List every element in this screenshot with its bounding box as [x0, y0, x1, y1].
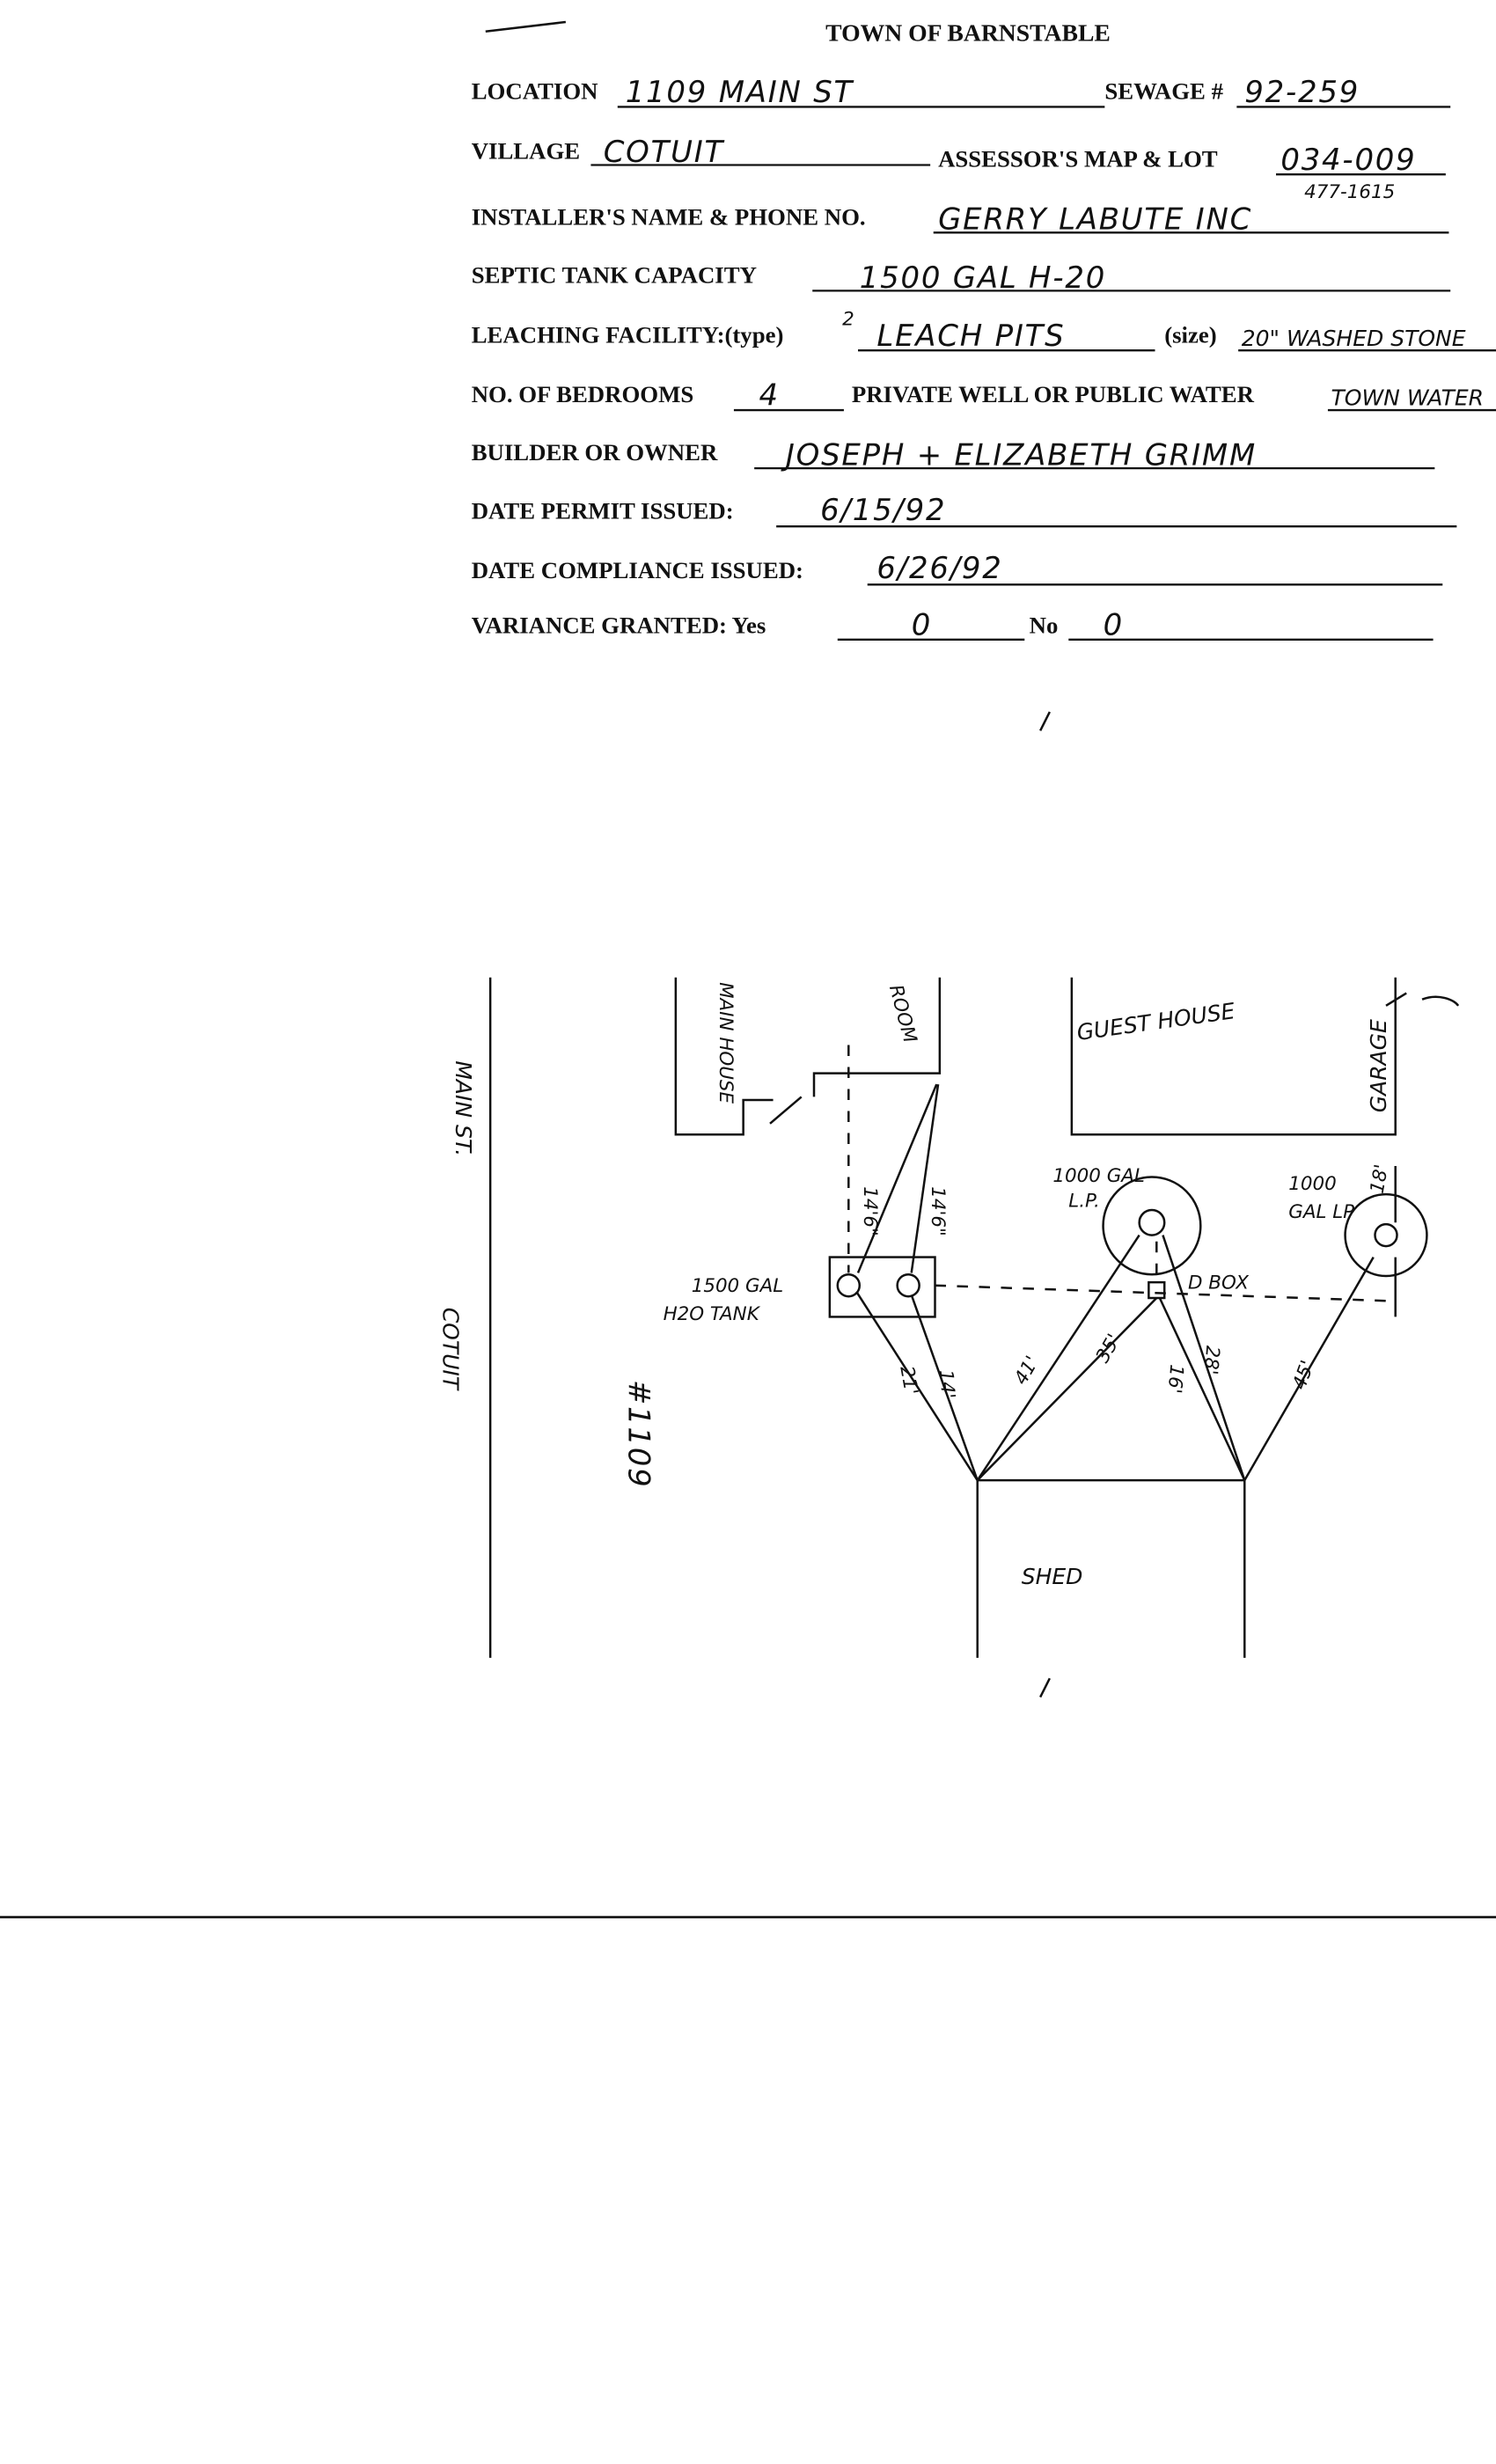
dim-label: 45': [1288, 1358, 1319, 1393]
dim-label: 14': [935, 1368, 959, 1399]
lp2-label-2: GAL LP: [1288, 1201, 1354, 1223]
main-house-outline: [674, 977, 774, 1136]
installer-row: INSTALLER'S NAME & PHONE NO. 477-1615 GE…: [472, 181, 1449, 237]
distribution-box: [1148, 1280, 1166, 1300]
map-lot-value: 034-009: [1280, 143, 1416, 177]
location-label: LOCATION: [472, 78, 598, 105]
tank-label-2: H2O TANK: [664, 1303, 761, 1325]
dim-label: 28': [1199, 1345, 1224, 1375]
variance-yes-value: 0: [912, 607, 932, 642]
dbox-label: D BOX: [1188, 1272, 1250, 1294]
village-value: COTUIT: [604, 135, 725, 169]
house-number: #1109: [621, 1380, 656, 1489]
variance-no-value: 0: [1104, 607, 1124, 642]
permit-label: DATE PERMIT ISSUED:: [472, 497, 734, 524]
owner-label: BUILDER OR OWNER: [472, 439, 718, 466]
site-sketch: MAIN ST. COTUIT #1109 MAIN HOUSE ROOM GU…: [438, 977, 1460, 1658]
water-value: TOWN WATER: [1331, 385, 1485, 411]
bedrooms-label: NO. OF BEDROOMS: [472, 381, 694, 407]
location-row: LOCATION 1109 MAIN ST SEWAGE # 92-259: [472, 75, 1451, 109]
installer-value: GERRY LABUTE INC: [938, 202, 1252, 237]
location-value: 1109 MAIN ST: [626, 75, 854, 109]
installer-label: INSTALLER'S NAME & PHONE NO.: [472, 203, 866, 230]
tank-row: SEPTIC TANK CAPACITY 1500 GAL H-20: [472, 260, 1451, 295]
map-lot-label: ASSESSOR'S MAP & LOT: [938, 145, 1218, 172]
lp1-label-2: L.P.: [1068, 1190, 1100, 1212]
tank-value: 1500 GAL H-20: [860, 260, 1106, 295]
compliance-row: DATE COMPLIANCE ISSUED: 6/26/92: [472, 551, 1443, 586]
permit-row: DATE PERMIT ISSUED: 6/15/92: [472, 493, 1457, 528]
village-sketch-label: COTUIT: [438, 1308, 464, 1391]
permit-value: 6/15/92: [820, 493, 946, 527]
village-row: VILLAGE COTUIT ASSESSOR'S MAP & LOT 034-…: [472, 135, 1446, 177]
leach-pit-1: [1102, 1176, 1202, 1276]
owner-row: BUILDER OR OWNER JOSEPH + ELIZABETH GRIM…: [472, 438, 1435, 473]
dim-label: 14'6": [859, 1186, 881, 1236]
lp2-label-1: 1000: [1288, 1173, 1336, 1195]
variance-no-label: No: [1030, 612, 1059, 639]
leaching-row: LEACHING FACILITY:(type) 2 LEACH PITS (s…: [472, 309, 1496, 353]
water-label: PRIVATE WELL OR PUBLIC WATER: [852, 381, 1255, 407]
dim-label: 18': [1367, 1162, 1393, 1195]
street-label: MAIN ST.: [451, 1060, 476, 1156]
guest-house-outline: [1070, 977, 1397, 1136]
page-title: TOWN OF BARNSTABLE: [825, 18, 1111, 46]
lp1-label-1: 1000 GAL: [1052, 1165, 1144, 1187]
variance-label: VARIANCE GRANTED: Yes: [472, 612, 766, 639]
tank-label-1: 1500 GAL: [692, 1275, 783, 1297]
sewage-value: 92-259: [1244, 75, 1360, 109]
guest-house-label: GUEST HOUSE: [1075, 998, 1236, 1045]
dim-label: 14'6": [927, 1186, 949, 1236]
leaching-value: LEACH PITS: [876, 319, 1065, 353]
leaching-count: 2: [842, 309, 854, 331]
sewage-label: SEWAGE #: [1104, 78, 1223, 105]
shed-label: SHED: [1022, 1564, 1083, 1589]
leaching-label: LEACHING FACILITY:(type): [472, 321, 784, 348]
compliance-label: DATE COMPLIANCE ISSUED:: [472, 557, 803, 583]
bedrooms-row: NO. OF BEDROOMS 4 PRIVATE WELL OR PUBLIC…: [472, 378, 1496, 413]
compliance-value: 6/26/92: [876, 551, 1002, 585]
bedrooms-value: 4: [759, 378, 780, 413]
garage-label: GARAGE: [1366, 1019, 1391, 1112]
main-house-label: MAIN HOUSE: [715, 982, 737, 1104]
room-label: ROOM: [884, 983, 921, 1045]
dim-label: 16': [1162, 1363, 1187, 1394]
owner-value: JOSEPH + ELIZABETH GRIMM: [781, 438, 1257, 473]
dim-label: 41': [1010, 1353, 1044, 1389]
septic-tank: [828, 1256, 936, 1318]
variance-row: VARIANCE GRANTED: Yes 0 No 0: [472, 607, 1434, 642]
size-value: 20" WASHED STONE: [1242, 326, 1466, 351]
tank-label: SEPTIC TANK CAPACITY: [472, 261, 757, 288]
leach-pit-2: [1344, 1192, 1428, 1278]
size-label: (size): [1164, 321, 1216, 348]
dim-label: 21': [895, 1364, 921, 1397]
scan-mark: [485, 20, 567, 33]
village-label: VILLAGE: [472, 137, 580, 164]
installer-phone: 477-1615: [1304, 181, 1395, 203]
